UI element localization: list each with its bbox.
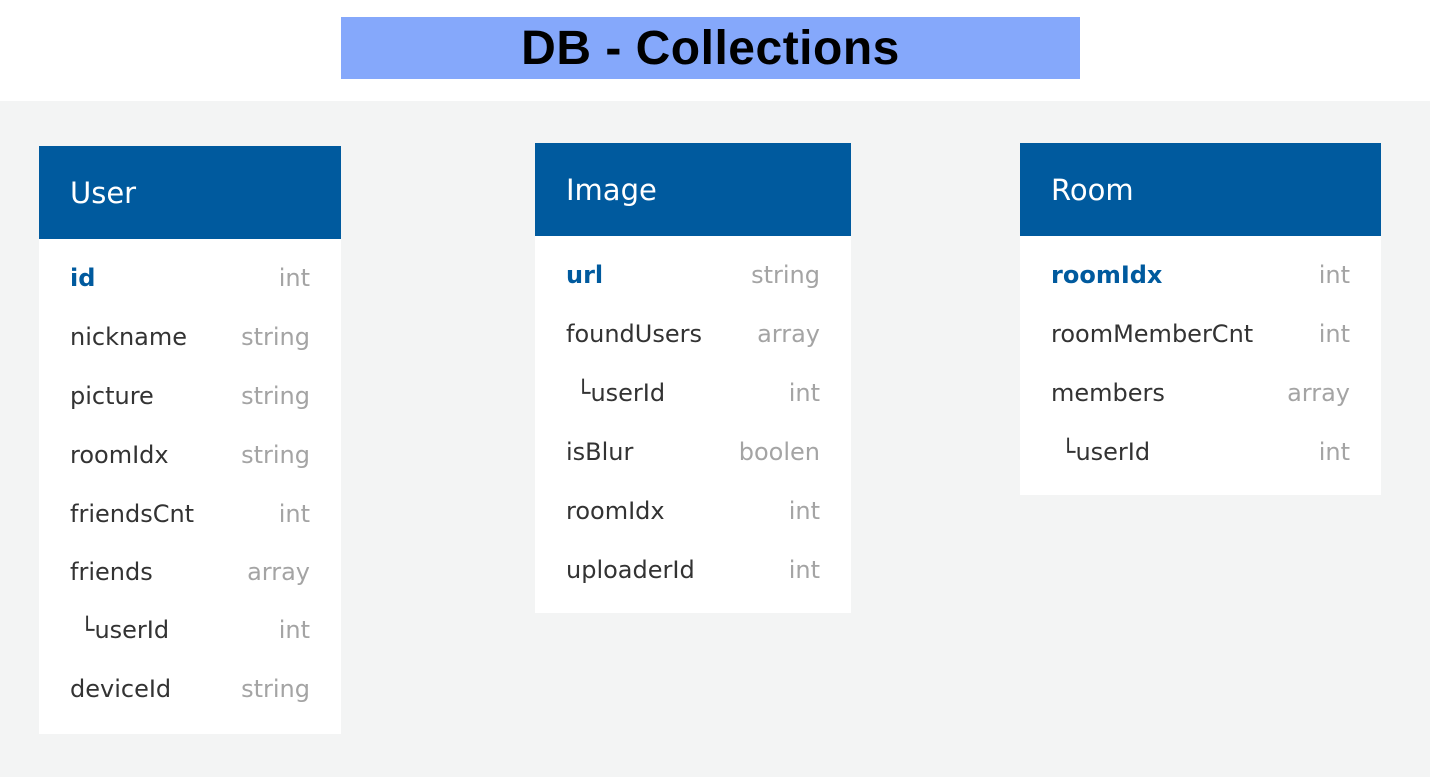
field-type: array	[757, 319, 820, 348]
primary-key-field-name: url	[566, 260, 604, 289]
entity-table-user[interactable]: User id int nickname string picture stri…	[39, 146, 341, 734]
field-row: url string	[535, 245, 851, 304]
field-row: roomIdx int	[535, 481, 851, 540]
field-type: boolen	[738, 437, 820, 466]
field-name: nickname	[70, 322, 188, 351]
field-name: picture	[70, 381, 154, 410]
field-row: friendsCnt int	[39, 484, 341, 543]
entity-header: Room	[1020, 143, 1381, 236]
field-name: friends	[70, 558, 153, 586]
field-row: uploaderId int	[535, 540, 851, 599]
field-name: uploaderId	[566, 555, 695, 584]
nested-field-name: └userId	[1061, 437, 1151, 466]
field-type: string	[241, 381, 310, 410]
field-type: string	[751, 260, 820, 289]
entity-title: User	[70, 175, 137, 210]
primary-key-field-name: id	[70, 263, 96, 292]
nested-field-name: └userId	[80, 616, 170, 644]
field-name: members	[1051, 378, 1165, 407]
field-row: deviceId string	[39, 659, 341, 718]
field-name: friendsCnt	[70, 499, 195, 528]
field-type: int	[1318, 437, 1350, 466]
field-type: int	[1318, 260, 1350, 289]
diagram-title: DB - Collections	[521, 21, 900, 75]
field-name: isBlur	[566, 437, 634, 466]
field-type: array	[1287, 378, 1350, 407]
field-row: members array	[1020, 363, 1381, 422]
entity-title: Image	[566, 172, 657, 207]
field-row: roomIdx int	[1020, 245, 1381, 304]
field-type: int	[278, 499, 310, 528]
entity-title: Room	[1051, 172, 1134, 207]
field-type: int	[278, 263, 310, 292]
entity-table-room[interactable]: Room roomIdx int roomMemberCnt int membe…	[1020, 143, 1381, 495]
field-row: nickname string	[39, 307, 341, 366]
field-name: roomIdx	[70, 440, 169, 469]
field-row: picture string	[39, 366, 341, 425]
field-row: foundUsers array	[535, 304, 851, 363]
entity-fields: url string foundUsers array └userId int …	[535, 236, 851, 599]
field-type: int	[278, 616, 310, 644]
entity-fields: roomIdx int roomMemberCnt int members ar…	[1020, 236, 1381, 481]
field-name: foundUsers	[566, 319, 702, 348]
nested-field-name: └userId	[576, 378, 666, 407]
field-name: roomMemberCnt	[1051, 319, 1254, 348]
field-type: int	[1318, 319, 1350, 348]
diagram-title-banner: DB - Collections	[341, 17, 1080, 79]
entity-fields: id int nickname string picture string ro…	[39, 239, 341, 718]
entity-header: Image	[535, 143, 851, 236]
field-type: string	[241, 322, 310, 351]
entity-header: User	[39, 146, 341, 239]
field-type: string	[241, 674, 310, 703]
field-type: int	[788, 378, 820, 407]
field-row-nested: └userId int	[535, 363, 851, 422]
field-row: roomMemberCnt int	[1020, 304, 1381, 363]
field-row-nested: └userId int	[1020, 422, 1381, 481]
field-name: deviceId	[70, 674, 172, 703]
primary-key-field-name: roomIdx	[1051, 260, 1163, 289]
entity-table-image[interactable]: Image url string foundUsers array └userI…	[535, 143, 851, 613]
field-row: roomIdx string	[39, 425, 341, 484]
field-row-nested: └userId int	[39, 601, 341, 659]
field-row: friends array	[39, 543, 341, 601]
field-type: string	[241, 440, 310, 469]
field-name: roomIdx	[566, 496, 665, 525]
field-row: isBlur boolen	[535, 422, 851, 481]
field-type: int	[788, 555, 820, 584]
field-row: id int	[39, 248, 341, 307]
field-type: array	[247, 558, 310, 586]
field-type: int	[788, 496, 820, 525]
